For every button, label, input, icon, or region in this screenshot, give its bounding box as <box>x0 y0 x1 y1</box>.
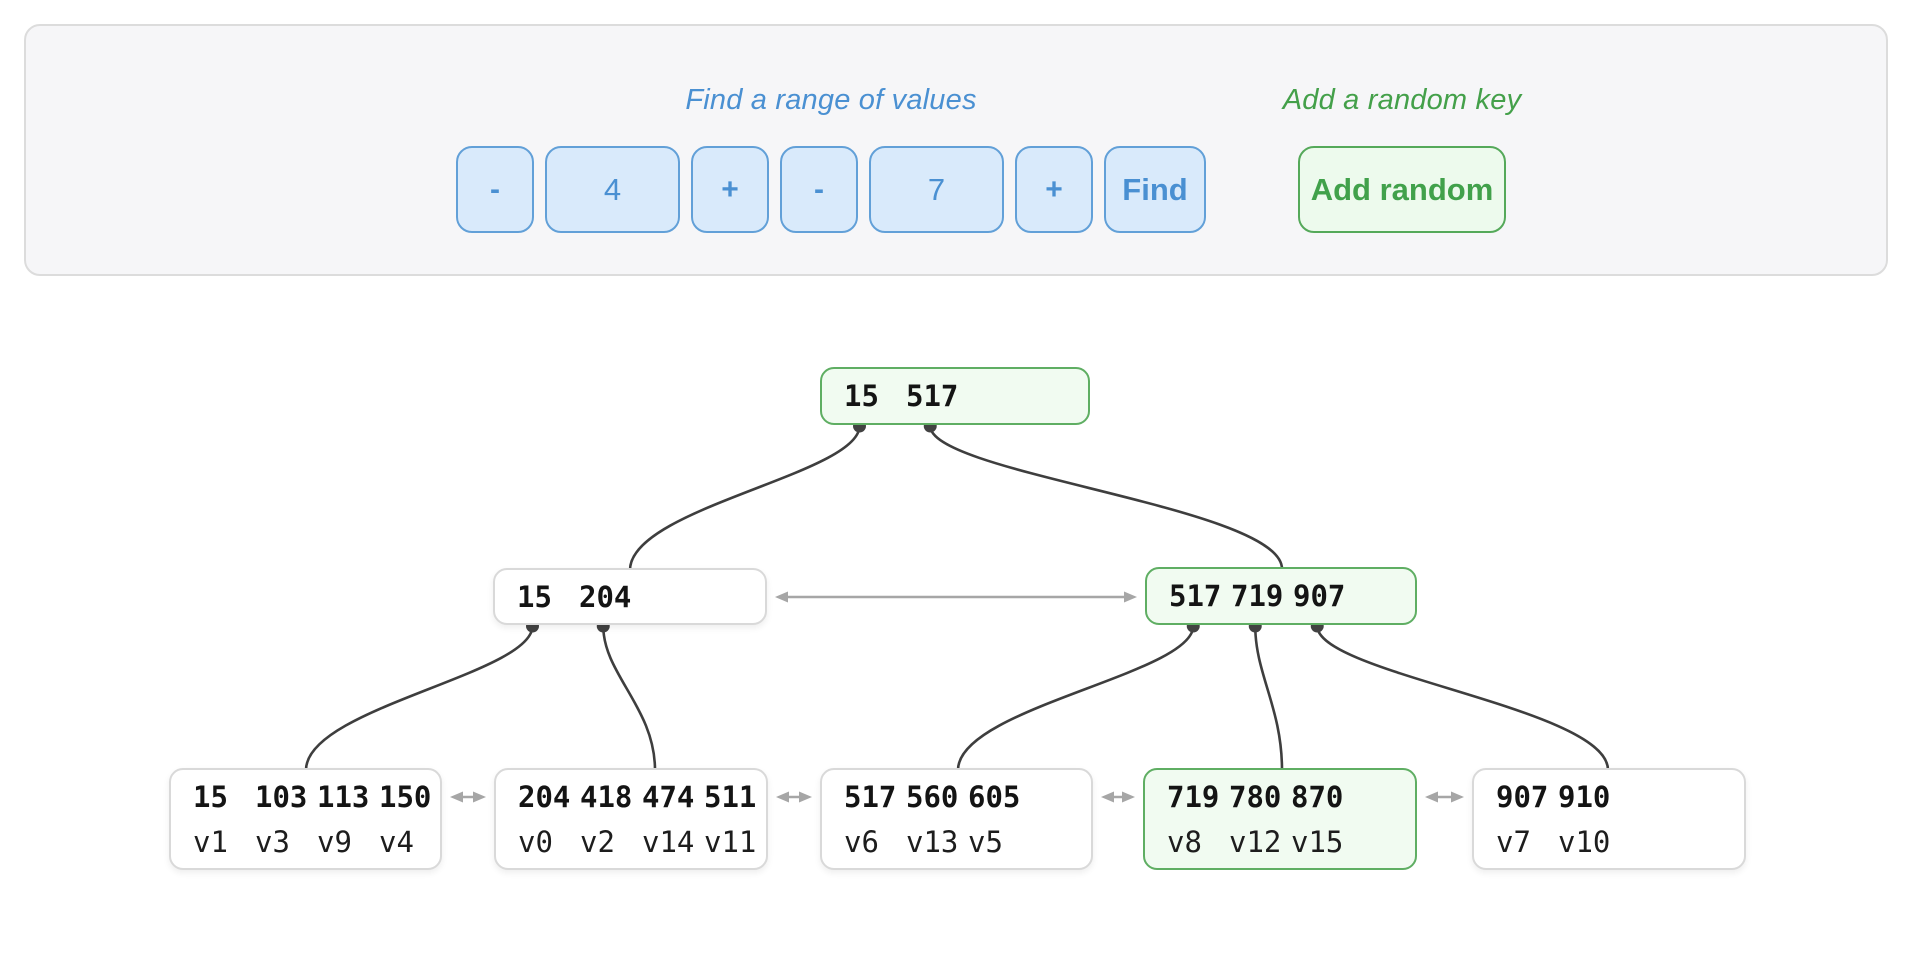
sibling-arrowhead-right <box>1122 791 1135 803</box>
range-max-increment-button[interactable]: + <box>1015 146 1093 233</box>
child-pointer-dot <box>923 419 937 433</box>
range-max-value-button[interactable]: 7 <box>869 146 1004 233</box>
sibling-arrowhead-left <box>776 791 789 803</box>
edge-curve <box>1315 624 1610 772</box>
child-pointer-dot <box>1310 619 1324 633</box>
add-random-label: Add a random key <box>1282 84 1522 116</box>
sibling-arrowhead-left <box>1101 791 1114 803</box>
child-pointer-dot <box>853 419 866 433</box>
find-button[interactable]: Find <box>1104 146 1206 233</box>
find-range-label: Find a range of values <box>685 84 977 116</box>
sibling-arrowhead-left <box>1425 791 1438 803</box>
controls-panel: Find a range of values - 4 + - 7 + Find … <box>24 24 1888 276</box>
range-max-decrement-button[interactable]: - <box>780 146 858 233</box>
child-pointer-dot <box>1186 619 1200 633</box>
add-random-button[interactable]: Add random <box>1298 146 1506 233</box>
range-min-value-button[interactable]: 4 <box>545 146 680 233</box>
sibling-arrowhead-left <box>775 591 788 603</box>
sibling-arrowhead-right <box>1124 591 1137 603</box>
edge-curve <box>956 624 1195 772</box>
edge-curve <box>628 424 861 572</box>
find-range-group: Find a range of values - 4 + - 7 + Find <box>451 26 1211 278</box>
edge-curve <box>1253 624 1284 772</box>
child-pointer-dot <box>1248 619 1262 633</box>
range-min-increment-button[interactable]: + <box>691 146 769 233</box>
find-controls-row: - 4 + - 7 + Find <box>456 146 1206 233</box>
add-random-group: Add a random key Add random <box>1192 26 1612 278</box>
child-pointer-dot <box>526 619 539 633</box>
range-min-decrement-button[interactable]: - <box>456 146 534 233</box>
child-pointer-dot <box>596 619 610 633</box>
edge-curve <box>928 424 1284 571</box>
sibling-arrowhead-right <box>473 791 486 803</box>
sibling-arrowhead-right <box>1451 791 1464 803</box>
edge-curve <box>304 624 534 772</box>
edge-curve <box>601 624 657 772</box>
sibling-arrowhead-right <box>799 791 812 803</box>
sibling-arrowhead-left <box>450 791 463 803</box>
